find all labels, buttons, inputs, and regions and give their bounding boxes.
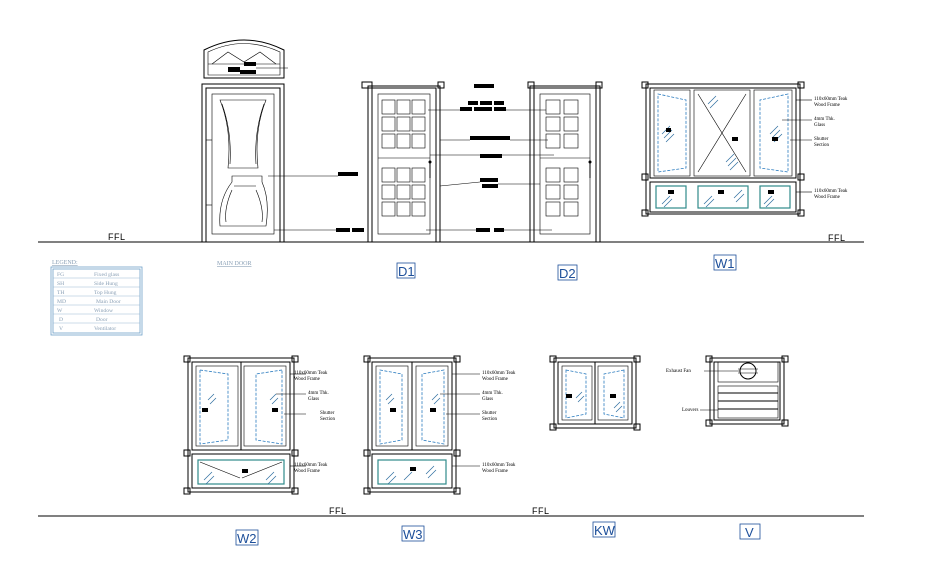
main-door-label: MAIN DOOR [217, 261, 252, 267]
svg-text:FG: FG [57, 272, 64, 278]
svg-text:D1: D1 [398, 264, 415, 279]
door-d1-elevation [361, 81, 445, 243]
svg-text:W3: W3 [403, 527, 423, 542]
svg-text:Side Hung: Side Hung [94, 281, 118, 287]
door-leaders [426, 84, 554, 232]
svg-text:KW: KW [594, 523, 616, 538]
svg-text:W: W [57, 308, 63, 314]
w1-note-glass: 4mm Thk.Glass [814, 117, 835, 128]
svg-text:W1: W1 [715, 256, 735, 271]
ffl-label-3: FFL [329, 506, 347, 516]
tag-d2: D2 [557, 264, 578, 281]
svg-text:Fixed glass: Fixed glass [94, 272, 119, 278]
tag-v: V [739, 523, 761, 540]
legend: LEGEND: FG Fixed glass SH Side Hung TH Top … [50, 260, 143, 336]
window-kw-elevation [549, 355, 641, 431]
svg-text:TH: TH [57, 290, 64, 296]
ventilator-v-elevation [700, 355, 789, 427]
tag-w1: W1 [713, 254, 737, 271]
door-d2-elevation [527, 81, 603, 243]
window-w1-elevation [641, 81, 812, 217]
v-note-louvers: Louvers [682, 408, 698, 413]
svg-text:V: V [745, 525, 754, 540]
svg-text:W2: W2 [237, 531, 257, 546]
w3-note-glass: 4mm Thk.Glass [482, 391, 503, 402]
w2-note-glass: 4mm Thk.Glass [308, 391, 329, 402]
tag-d1: D1 [396, 262, 416, 279]
svg-text:Main Door: Main Door [96, 299, 121, 305]
ffl-label-4: FFL [532, 506, 550, 516]
tag-w2: W2 [235, 529, 259, 546]
svg-text:SH: SH [57, 281, 64, 287]
svg-text:MD: MD [57, 299, 66, 305]
svg-text:Window: Window [94, 308, 114, 314]
main-door-elevation [201, 39, 364, 243]
svg-text:D: D [59, 317, 63, 323]
window-w3-elevation [363, 355, 480, 495]
svg-text:Top Hung: Top Hung [94, 290, 117, 296]
svg-text:Ventilator: Ventilator [94, 326, 116, 332]
v-note-fan: Exhaust Fan [666, 369, 691, 374]
ffl-label-2: FFL [828, 233, 846, 243]
tag-w3: W3 [401, 525, 425, 542]
svg-text:V: V [59, 326, 63, 332]
svg-text:D2: D2 [559, 266, 576, 281]
tag-kw: KW [592, 521, 616, 538]
window-w2-elevation [183, 355, 306, 495]
ffl-label-1: FFL [108, 232, 126, 242]
svg-text:Door: Door [96, 317, 108, 323]
svg-text:LEGEND:: LEGEND: [52, 260, 78, 266]
